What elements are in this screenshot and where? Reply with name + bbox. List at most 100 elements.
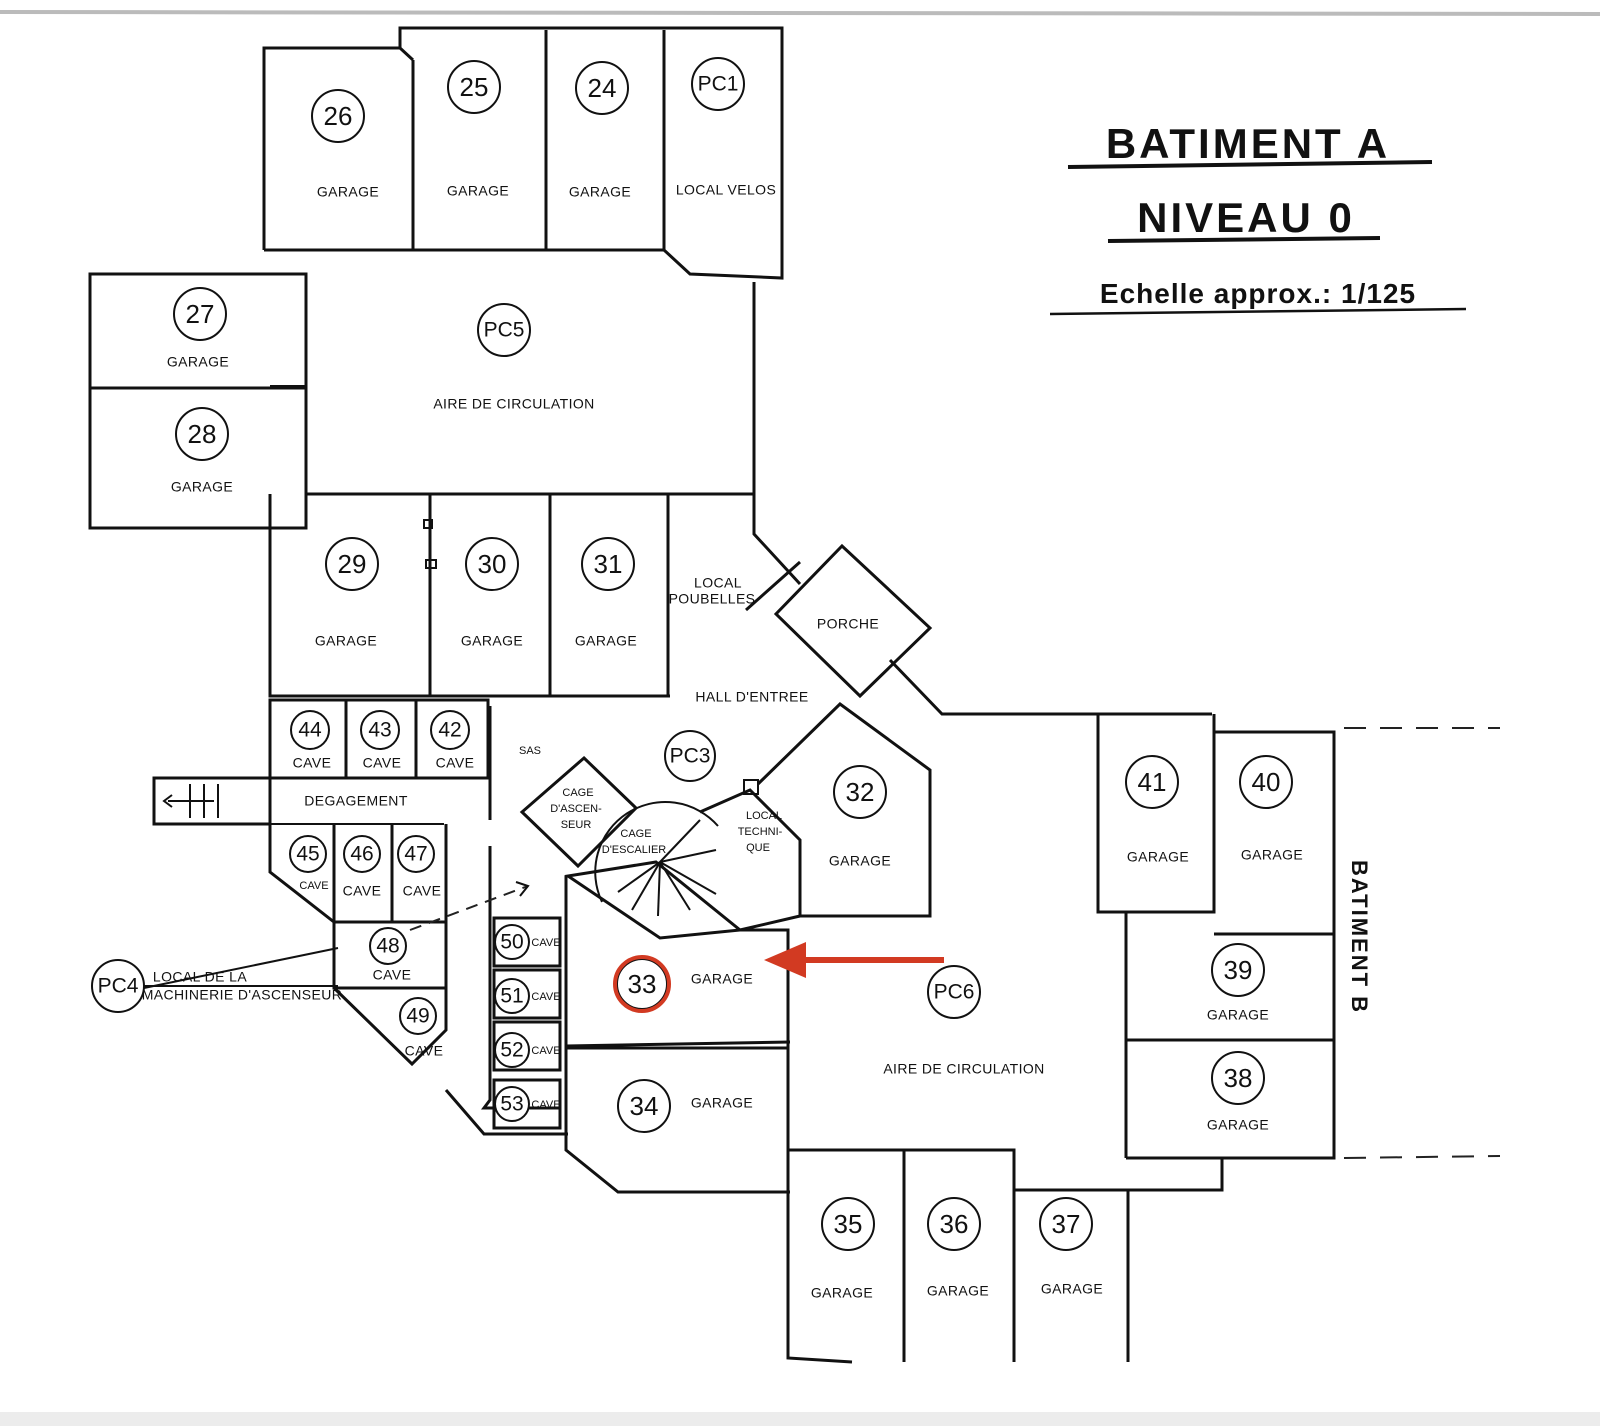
room-poubelles-label-2: POUBELLES	[669, 591, 756, 607]
unit-41-label: GARAGE	[1127, 849, 1189, 865]
unit-27-number: 27	[186, 299, 215, 329]
unit-34-number: 34	[630, 1091, 659, 1121]
unit-47-number: 47	[404, 843, 427, 866]
unit-pc1-number: PC1	[698, 73, 739, 96]
unit-28[interactable]: 28 GARAGE	[171, 407, 233, 495]
unit-40[interactable]: 40 GARAGE	[1239, 755, 1303, 863]
room-porche-label: PORCHE	[817, 616, 879, 632]
unit-26[interactable]: 26 GARAGE	[311, 89, 379, 200]
room-poubelles[interactable]: LOCAL POUBELLES	[669, 575, 756, 607]
room-hall[interactable]: HALL D'ENTREE	[695, 689, 808, 705]
unit-47[interactable]: 47 CAVE	[397, 835, 442, 899]
unit-49[interactable]: 49 CAVE	[399, 997, 443, 1059]
unit-46-number: 46	[350, 843, 373, 866]
unit-25-label: GARAGE	[447, 183, 509, 199]
unit-pc4-label-2: MACHINERIE D'ASCENSEUR	[142, 987, 343, 1003]
unit-pc1[interactable]: PC1 LOCAL VELOS	[676, 57, 776, 198]
unit-35-number: 35	[834, 1209, 863, 1239]
unit-34[interactable]: 34 GARAGE	[617, 1079, 753, 1133]
unit-pc1-label: LOCAL VELOS	[676, 182, 776, 198]
unit-25-number: 25	[460, 72, 489, 102]
unit-52[interactable]: 52 CAVE	[494, 1032, 561, 1068]
unit-pc4[interactable]: PC4 LOCAL DE LA MACHINERIE D'ASCENSEUR	[91, 947, 343, 1013]
room-technique-label-3: QUE	[746, 842, 770, 854]
room-porche[interactable]: PORCHE	[817, 616, 879, 632]
side-label-batiment-b: BATIMENT B	[1347, 860, 1372, 1014]
unit-pc3[interactable]: PC3	[664, 730, 716, 782]
unit-44[interactable]: 44 CAVE	[290, 710, 332, 771]
unit-44-label: CAVE	[293, 755, 332, 771]
unit-35-label: GARAGE	[811, 1285, 873, 1301]
unit-pc5[interactable]: PC5 AIRE DE CIRCULATION	[433, 303, 594, 412]
unit-39[interactable]: 39 GARAGE	[1207, 943, 1269, 1023]
unit-29[interactable]: 29 GARAGE	[315, 537, 379, 649]
unit-42[interactable]: 42 CAVE	[430, 710, 475, 771]
unit-28-number: 28	[188, 419, 217, 449]
unit-51[interactable]: 51 CAVE	[494, 978, 561, 1014]
unit-25[interactable]: 25 GARAGE	[447, 60, 509, 199]
unit-53[interactable]: 53 CAVE	[494, 1086, 561, 1122]
unit-41-number: 41	[1138, 767, 1167, 797]
unit-38-label: GARAGE	[1207, 1117, 1269, 1133]
unit-34-label: GARAGE	[691, 1095, 753, 1111]
room-sas[interactable]: SAS	[519, 745, 541, 757]
room-technique[interactable]: LOCAL TECHNI- QUE	[738, 810, 783, 854]
unit-31[interactable]: 31 GARAGE	[575, 537, 637, 649]
unit-48-number: 48	[376, 935, 399, 958]
title-underline-3	[1049, 307, 1467, 316]
unit-48[interactable]: 48 CAVE	[369, 927, 411, 983]
unit-47-label: CAVE	[403, 883, 442, 899]
unit-45[interactable]: 45 CAVE	[289, 835, 329, 892]
room-sas-label: SAS	[519, 745, 541, 757]
title-block: BATIMENT A NIVEAU 0 Echelle approx.: 1/1…	[1049, 120, 1467, 316]
room-ascenseur-label-3: SEUR	[561, 819, 592, 831]
unit-38[interactable]: 38 GARAGE	[1207, 1051, 1269, 1133]
unit-44-number: 44	[298, 719, 322, 742]
unit-27[interactable]: 27 GARAGE	[167, 287, 229, 370]
unit-35[interactable]: 35 GARAGE	[811, 1197, 875, 1301]
unit-37[interactable]: 37 GARAGE	[1039, 1197, 1103, 1297]
unit-39-number: 39	[1224, 955, 1253, 985]
unit-33-label: GARAGE	[691, 971, 753, 987]
title-level: NIVEAU 0	[1137, 194, 1355, 241]
unit-53-number: 53	[500, 1093, 523, 1116]
unit-40-number: 40	[1252, 767, 1281, 797]
unit-42-label: CAVE	[436, 755, 475, 771]
unit-52-number: 52	[500, 1039, 523, 1062]
unit-45-number: 45	[296, 843, 319, 866]
unit-31-number: 31	[594, 549, 623, 579]
unit-40-label: GARAGE	[1241, 847, 1303, 863]
room-ascenseur[interactable]: CAGE D'ASCEN- SEUR	[550, 787, 602, 831]
room-degagement[interactable]: DEGAGEMENT	[304, 793, 408, 809]
unit-50[interactable]: 50 CAVE	[494, 924, 561, 960]
unit-42-number: 42	[438, 719, 461, 742]
unit-pc4-label-1: LOCAL DE LA	[153, 969, 247, 985]
unit-46-label: CAVE	[343, 883, 382, 899]
unit-53-label: CAVE	[531, 1099, 560, 1111]
unit-45-label: CAVE	[299, 880, 328, 892]
unit-41[interactable]: 41 GARAGE	[1125, 755, 1189, 865]
unit-24[interactable]: 24 GARAGE	[569, 61, 631, 200]
unit-30[interactable]: 30 GARAGE	[461, 537, 523, 649]
unit-26-number: 26	[324, 101, 353, 131]
unit-51-label: CAVE	[531, 991, 560, 1003]
unit-pc6[interactable]: PC6 AIRE DE CIRCULATION	[883, 965, 1044, 1077]
walls	[88, 26, 1501, 1364]
unit-pc6-label: AIRE DE CIRCULATION	[883, 1061, 1044, 1077]
unit-36[interactable]: 36 GARAGE	[927, 1197, 989, 1299]
pc4-pointer-line	[143, 947, 339, 989]
unit-46[interactable]: 46 CAVE	[343, 835, 382, 899]
unit-32[interactable]: 32 GARAGE	[829, 765, 891, 869]
bottom-margin	[0, 1412, 1600, 1426]
unit-32-label: GARAGE	[829, 853, 891, 869]
unit-pc4-number: PC4	[98, 975, 139, 998]
unit-29-label: GARAGE	[315, 633, 377, 649]
unit-43[interactable]: 43 CAVE	[360, 710, 401, 771]
highlight-ring	[613, 955, 671, 1013]
room-ascenseur-label-1: CAGE	[562, 787, 593, 799]
unit-pc3-number: PC3	[670, 745, 711, 768]
room-escalier[interactable]: CAGE D'ESCALIER	[602, 828, 667, 856]
room-technique-label-1: LOCAL	[746, 810, 782, 822]
unit-33[interactable]: 33 GARAGE	[613, 955, 753, 1013]
